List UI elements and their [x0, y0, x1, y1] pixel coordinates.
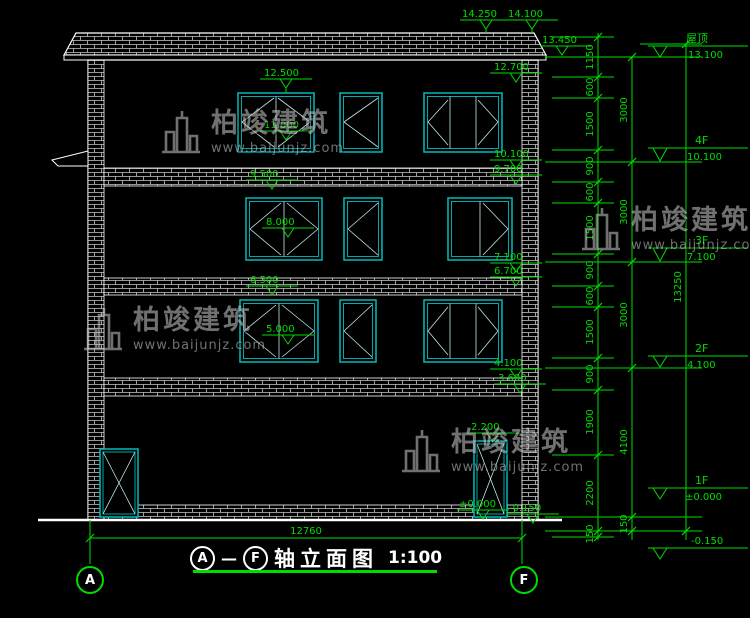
title-underline: [193, 570, 437, 573]
dim-chain-label: 1500: [585, 111, 596, 136]
floor-label: 3F: [695, 234, 708, 247]
dim-chain-label: 3000: [619, 97, 630, 122]
watermark-logo-icon: [84, 308, 122, 351]
title-text: 轴立面图: [274, 547, 378, 571]
elev-mark: ±0.000: [459, 499, 496, 510]
axis-bubble-f: F: [510, 566, 538, 594]
window-4f-left: [237, 92, 315, 153]
elev-mark: 6.500: [250, 275, 279, 286]
door-left: [99, 448, 139, 518]
side-ledge: [51, 150, 89, 167]
watermark-logo-icon: [162, 111, 200, 154]
elev-mark: 8.000: [266, 217, 295, 228]
title-scale: 1:100: [388, 548, 443, 568]
dim-chain-label: 3000: [619, 302, 630, 327]
elev-mark: 3.600: [498, 373, 527, 384]
floor-band-2f: [103, 377, 523, 397]
watermark-logo-icon: [582, 208, 620, 251]
watermark-brand: 柏竣建筑: [133, 305, 253, 337]
title-axis-right-bubble: F: [243, 545, 268, 571]
dim-chain-label: 3000: [619, 199, 630, 224]
watermark-logo-icon: [402, 430, 440, 473]
floor-label: 1F: [695, 474, 708, 487]
watermark-url: www.baijunjz.com: [133, 337, 267, 353]
floor-band-4f: [103, 167, 523, 187]
floor-elevation: 10.100: [687, 152, 722, 163]
elev-mark: 10.100: [494, 149, 529, 160]
floor-label: 2F: [695, 342, 708, 355]
window-4f-right: [423, 92, 503, 153]
dim-chain-label: 4100: [619, 429, 630, 454]
dim-chain-label: 1500: [585, 319, 596, 344]
dim-chain-label: 150: [585, 524, 596, 543]
watermark-brand: 柏竣建筑: [631, 205, 750, 237]
overall-width-dim: 12760: [290, 526, 322, 537]
elev-mark: 4.100: [494, 358, 523, 369]
watermark: 柏竣建筑 www.baijunjz.com: [160, 108, 344, 158]
window-2f-mid: [339, 299, 377, 363]
dim-chain-label: 600: [585, 286, 596, 305]
dim-chain-label: 150: [619, 514, 630, 533]
window-3f-mid: [343, 197, 383, 261]
dim-chain-label: 900: [585, 364, 596, 383]
watermark: 柏竣建筑 www.baijunjz.com: [82, 305, 266, 355]
roof-hatch: [62, 32, 548, 56]
axis-bubble-a: A: [76, 566, 104, 594]
floor-elevation: 13.100: [688, 50, 723, 61]
elev-mark: 6.700: [494, 266, 523, 277]
dim-chain-label: 600: [585, 182, 596, 201]
window-2f-left: [239, 299, 319, 363]
watermark: 柏竣建筑 www.baijunjz.com: [580, 205, 750, 255]
dim-chain-label: 1150: [585, 44, 596, 69]
title-dash: —: [221, 548, 237, 568]
dimension-labels: 14.250 14.100 13.450 12.500 11.000 9.500…: [250, 9, 723, 547]
floor-elevation: 4.100: [687, 360, 716, 371]
floor-band-3f: [103, 277, 523, 296]
dim-chain-label: 1900: [585, 409, 596, 434]
elev-mark: 9.700: [494, 164, 523, 175]
floor-elevation: -0.150: [691, 536, 723, 547]
watermark-brand: 柏竣建筑: [211, 108, 331, 140]
elev-mark: 11.000: [264, 120, 299, 131]
elev-mark: 5.000: [266, 324, 295, 335]
floor-elevation: ±0.000: [685, 492, 722, 503]
elev-mark: 14.250: [462, 9, 497, 20]
elev-mark: 7.100: [494, 252, 523, 263]
watermark: 柏竣建筑 www.baijunjz.com: [400, 427, 584, 477]
window-3f-right: [447, 197, 513, 261]
elev-mark: 14.100: [508, 9, 543, 20]
floor-label: 4F: [695, 134, 708, 147]
door-right: [473, 440, 508, 518]
window-2f-right: [423, 299, 503, 363]
elev-mark: 12.700: [494, 62, 529, 73]
watermark-url: www.baijunjz.com: [451, 459, 585, 475]
floor-elevation: 7.100: [687, 252, 716, 263]
dim-chain-label: 900: [585, 156, 596, 175]
window-4f-mid: [339, 92, 383, 153]
title-axis-left-bubble: A: [190, 545, 215, 571]
elev-mark: 13.450: [542, 35, 577, 46]
elev-mark: 2.200: [471, 422, 500, 433]
floor-label: 屋顶: [686, 32, 708, 45]
elev-mark: -0.150: [509, 503, 541, 514]
roof-fascia: [63, 54, 547, 61]
dimension-lines: [85, 19, 748, 564]
dim-chain-label: 2200: [585, 480, 596, 505]
dim-chain-label: 900: [585, 260, 596, 279]
watermark-url: www.baijunjz.com: [631, 237, 750, 253]
watermark-url: www.baijunjz.com: [211, 140, 345, 156]
elev-mark: 12.500: [264, 68, 299, 79]
watermark-brand: 柏竣建筑: [451, 427, 571, 459]
dim-chain-label: 13250: [673, 271, 684, 303]
dim-chain-label: 600: [585, 77, 596, 96]
elev-mark: 9.500: [250, 169, 279, 180]
window-3f-left: [245, 197, 323, 261]
drawing-title: A — F 轴立面图 1:100: [190, 543, 442, 573]
